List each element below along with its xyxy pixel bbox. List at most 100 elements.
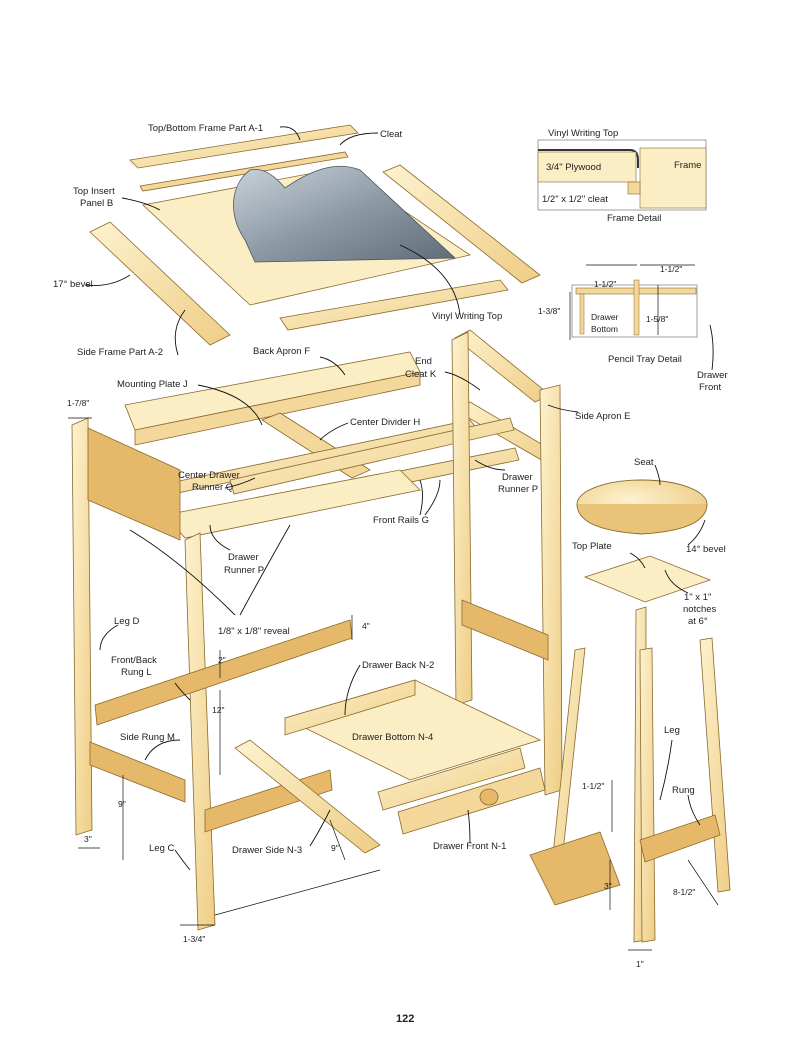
tray-dim-a: 1-1/2" [594, 279, 616, 289]
label-dim-1-1-2-stool: 1-1/2" [582, 781, 604, 791]
label-dim-1-stool: 1" [636, 959, 644, 969]
label-notches-2: notches [683, 604, 717, 615]
drawer-assembly [234, 679, 546, 854]
label-front-rails: Front Rails G [373, 515, 429, 526]
plywood-section [537, 151, 637, 183]
callout-labels: Top/Bottom Frame Part A-1 Cleat Top Inse… [53, 123, 726, 969]
stool [529, 479, 731, 943]
tray-dim-b: 1-1/2" [660, 264, 682, 274]
label-rung-l: Rung L [121, 667, 152, 678]
tray-front-2: Front [699, 382, 722, 393]
label-top-plate: Top Plate [572, 541, 612, 552]
label-reveal: 1/8" x 1/8" reveal [218, 626, 290, 637]
label-dim-9-left: 9" [118, 799, 126, 809]
top-frame-part [129, 124, 359, 169]
writing-top-assembly [89, 124, 541, 346]
pencil-tray-detail-box [571, 279, 698, 338]
label-center-divider: Center Divider H [350, 417, 420, 428]
label-notches-3: at 6° [688, 616, 708, 627]
label-side-apron: Side Apron E [575, 411, 630, 422]
label-dim-12: 12" [212, 705, 224, 715]
label-bevel-17: 17° bevel [53, 279, 93, 290]
label-panel-b: Panel B [80, 198, 113, 209]
tray-divider-1 [579, 293, 585, 335]
leg-d [71, 417, 93, 836]
drawer-front [397, 767, 546, 835]
label-mounting-plate: Mounting Plate J [117, 379, 188, 390]
pencil-tray [377, 747, 526, 811]
rung-right [461, 599, 549, 661]
label-dim-3-stool: 3" [604, 881, 612, 891]
label-dim-4: 4" [362, 621, 370, 631]
label-back-apron: Back Apron F [253, 346, 310, 357]
stool-rung-2 [639, 814, 721, 863]
dimension-lines [68, 264, 719, 951]
label-cleat-k: Cleat K [405, 369, 437, 380]
frame-detail-box [537, 139, 707, 211]
frame-detail-labels: Vinyl Writing Top 3/4" Plywood Frame 1/2… [542, 128, 701, 224]
label-drawer-bottom: Drawer Bottom N-4 [352, 732, 433, 743]
frame-detail-caption: Frame Detail [607, 213, 661, 224]
label-dim-1-3-4: 1-3/4" [183, 934, 205, 944]
right-side-frame [382, 164, 541, 284]
label-center-drawer: Center Drawer [178, 470, 240, 481]
vinyl-sheet [233, 165, 456, 263]
label-end: End [415, 356, 432, 367]
label-vinyl-writing-top: Vinyl Writing Top [432, 311, 502, 322]
stool-leg-3 [699, 637, 731, 893]
label-drawer-side: Drawer Side N-3 [232, 845, 302, 856]
label-stool-leg: Leg [664, 725, 680, 736]
pencil-tray-labels: 1-1/2" 1-1/2" 1-3/8" 1-5/8" Drawer Botto… [538, 264, 728, 393]
stool-leg-2 [639, 647, 656, 943]
label-side-frame: Side Frame Part A-2 [77, 347, 163, 358]
left-side-frame [89, 221, 231, 346]
frame-detail-cleat: 1/2" x 1/2" cleat [542, 194, 608, 205]
tray-dim-d: 1-5/8" [646, 314, 668, 324]
leg-rear-right [451, 331, 473, 706]
label-runner-p2: Runner P [224, 565, 264, 576]
frame-detail-frame: Frame [674, 160, 701, 171]
leg-c [184, 532, 216, 931]
back-apron-edge [134, 371, 421, 446]
tray-bottom-1: Drawer [591, 312, 619, 322]
side-rung-m [89, 741, 186, 803]
frame-section [639, 147, 707, 209]
label-drawer-2: Drawer [228, 552, 259, 563]
label-top-bottom-frame: Top/Bottom Frame Part A-1 [148, 123, 263, 134]
label-side-rung: Side Rung M [120, 732, 175, 743]
label-dim-9-mid: 9" [331, 843, 339, 853]
label-drawer-front: Drawer Front N-1 [433, 841, 506, 852]
label-dim-8-1-2: 8-1/2" [673, 887, 695, 897]
tray-dim-c: 1-3/8" [538, 306, 560, 316]
end-cleat-k [454, 329, 551, 403]
label-seat: Seat [634, 457, 654, 468]
label-drawer-1: Drawer [502, 472, 533, 483]
drawer-knob [479, 788, 499, 806]
page-number: 122 [396, 1013, 414, 1025]
cleat-section [627, 181, 641, 195]
frame-detail-plywood: 3/4" Plywood [546, 162, 601, 173]
stool-rung-1 [529, 831, 621, 906]
stool-top-plate [583, 555, 712, 603]
label-leg-c: Leg C [149, 843, 174, 854]
label-rung: Rung [672, 785, 695, 796]
label-dim-3-left: 3" [84, 834, 92, 844]
leader-lines [84, 126, 706, 871]
seat-edge [576, 503, 708, 535]
label-cleat: Cleat [380, 129, 403, 140]
tray-front-1: Drawer [697, 370, 728, 381]
label-front-back: Front/Back [111, 655, 157, 666]
frame-detail-vinyl: Vinyl Writing Top [548, 128, 618, 139]
cleat-strip [139, 151, 349, 192]
left-side-panel [87, 427, 181, 541]
label-runner-p1: Runner P [498, 484, 538, 495]
label-runner-q: Runner Q [192, 482, 233, 493]
leg-front-right [539, 384, 563, 796]
label-dim-1-7-8: 1-7/8" [67, 398, 89, 408]
desk-body [71, 329, 563, 931]
label-top-insert: Top Insert [73, 186, 115, 197]
tray-bottom-2: Bottom [591, 324, 618, 334]
tray-caption: Pencil Tray Detail [608, 354, 682, 365]
